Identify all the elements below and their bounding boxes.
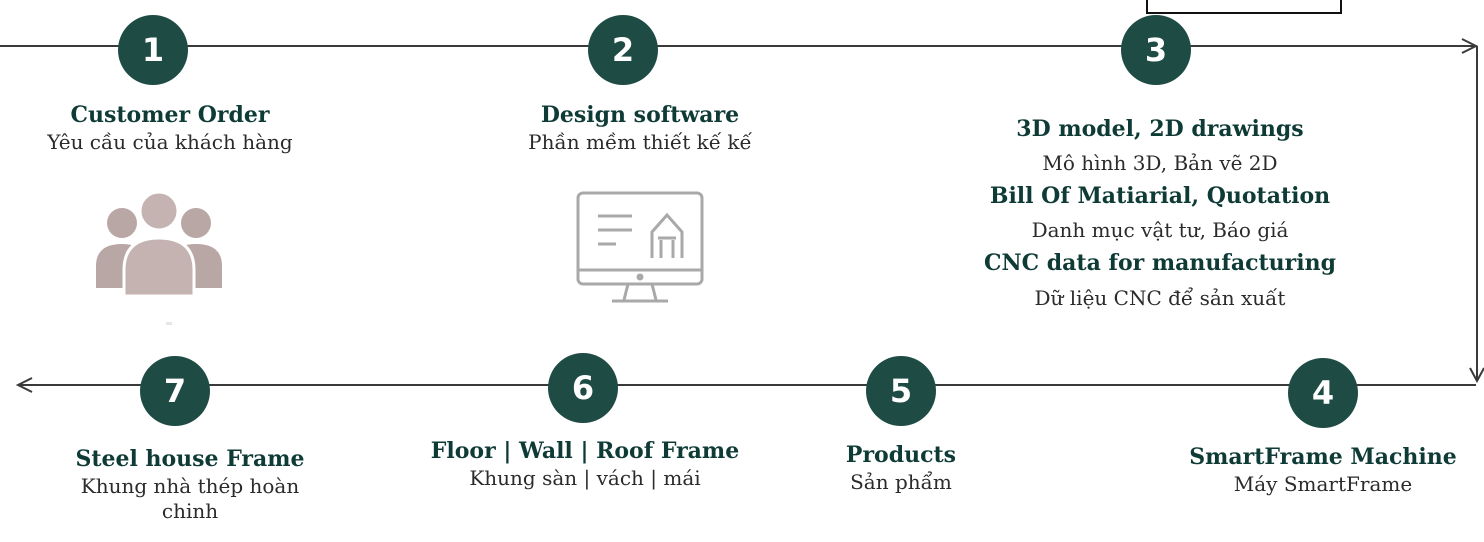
step-7-title: Steel house Frame bbox=[75, 446, 305, 472]
step-7-number: 7 bbox=[163, 372, 187, 410]
step-6-badge: 6 bbox=[548, 353, 618, 423]
step-3-line-4: Danh mục vật tư, Báo giá bbox=[1031, 218, 1289, 243]
faint-mark bbox=[166, 322, 172, 325]
step-3-badge: 3 bbox=[1121, 15, 1191, 85]
step-7-subtitle: Khung nhà thép hoàn chinh bbox=[80, 473, 300, 523]
step-5-subtitle: Sản phẩm bbox=[850, 469, 952, 494]
bottom-arrowhead bbox=[15, 377, 33, 393]
step-5-title: Products bbox=[845, 442, 957, 468]
step-4-label: SmartFrame Machine Máy SmartFrame bbox=[1173, 444, 1473, 497]
step-6-subtitle: Khung sàn | vách | mái bbox=[469, 465, 701, 490]
people-group-icon bbox=[96, 190, 222, 298]
step-1-subtitle: Yêu cầu của khách hàng bbox=[47, 129, 293, 154]
step-5-number: 5 bbox=[889, 372, 913, 410]
step-4-badge: 4 bbox=[1288, 358, 1358, 428]
right-arrowhead bbox=[1469, 367, 1484, 384]
cropped-box-top bbox=[1146, 0, 1342, 14]
design-monitor-icon bbox=[576, 191, 704, 303]
step-4-subtitle: Máy SmartFrame bbox=[1233, 471, 1413, 496]
step-1-number: 1 bbox=[141, 31, 165, 69]
step-3-line-6: Dữ liệu CNC để sản xuất bbox=[1034, 285, 1286, 310]
step-2-label: Design software Phần mềm thiết kế kế bbox=[470, 102, 810, 155]
step-6-title: Floor | Wall | Roof Frame bbox=[430, 438, 740, 464]
step-4-title: SmartFrame Machine bbox=[1189, 444, 1457, 470]
step-6-number: 6 bbox=[571, 369, 595, 407]
step-3-line-1: 3D model, 2D drawings bbox=[1016, 116, 1304, 142]
step-7-label: Steel house Frame Khung nhà thép hoàn ch… bbox=[60, 446, 320, 524]
step-7-badge: 7 bbox=[140, 356, 210, 426]
step-3-line-2: Mô hình 3D, Bản vẽ 2D bbox=[1042, 151, 1278, 176]
step-3-line-3: Bill Of Matiarial, Quotation bbox=[989, 183, 1331, 210]
step-4-number: 4 bbox=[1311, 374, 1335, 412]
step-5-label: Products Sản phẩm bbox=[786, 442, 1016, 495]
step-5-badge: 5 bbox=[866, 356, 936, 426]
step-2-badge: 2 bbox=[588, 15, 658, 85]
step-3-label: 3D model, 2D drawings Mô hình 3D, Bản vẽ… bbox=[960, 112, 1360, 314]
step-2-subtitle: Phần mềm thiết kế kế bbox=[528, 129, 752, 154]
step-1-label: Customer Order Yêu cầu của khách hàng bbox=[0, 102, 340, 155]
step-6-label: Floor | Wall | Roof Frame Khung sàn | vá… bbox=[410, 438, 760, 491]
step-3-line-5: CNC data for manufacturing bbox=[983, 250, 1336, 277]
step-1-badge: 1 bbox=[118, 15, 188, 85]
step-2-title: Design software bbox=[540, 102, 740, 128]
step-2-number: 2 bbox=[611, 31, 635, 69]
step-3-number: 3 bbox=[1144, 31, 1168, 69]
step-1-title: Customer Order bbox=[70, 102, 270, 128]
